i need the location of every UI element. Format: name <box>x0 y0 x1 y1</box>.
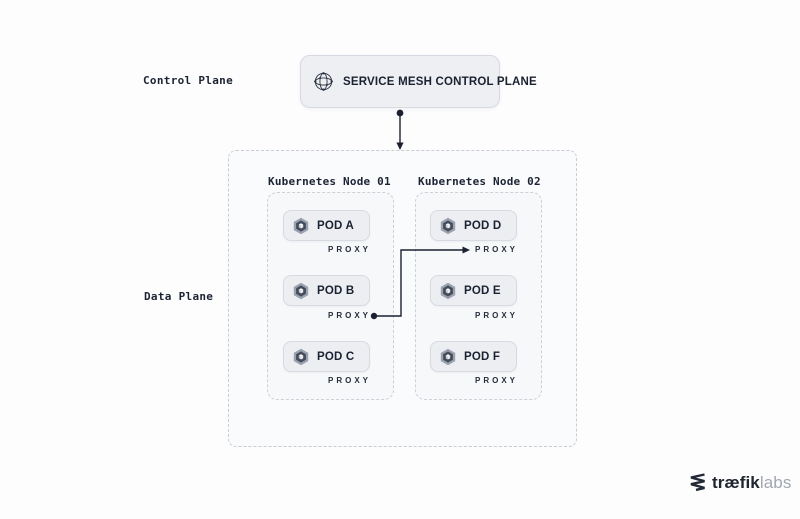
kubernetes-node-01-title: Kubernetes Node 01 <box>268 175 391 188</box>
pod-d-proxy-label: PROXY <box>474 245 518 254</box>
pod-label: POD D <box>464 219 502 232</box>
pod-label: POD A <box>317 219 354 232</box>
pod-e-proxy-label: PROXY <box>474 311 518 320</box>
pod-label: POD F <box>464 350 501 363</box>
pod-b-to-pod-d-arrow <box>370 246 470 320</box>
pod-a-card: POD A <box>283 210 370 241</box>
pod-c-card: POD C <box>283 341 370 372</box>
pod-label: POD C <box>317 350 355 363</box>
pod-c-proxy-label: PROXY <box>327 376 371 385</box>
pod-hexagon-icon <box>292 282 310 300</box>
pod-hexagon-icon <box>439 282 457 300</box>
logo-brand: træfik <box>712 472 760 492</box>
control-to-data-arrow <box>396 109 404 150</box>
data-plane-label: Data Plane <box>144 290 214 303</box>
pod-f-card: POD F <box>430 341 517 372</box>
pod-label: POD B <box>317 284 355 297</box>
control-plane-label: Control Plane <box>143 74 233 87</box>
pod-hexagon-icon <box>439 348 457 366</box>
pod-a-proxy-label: PROXY <box>327 245 371 254</box>
mesh-globe-icon <box>312 70 335 93</box>
pod-label: POD E <box>464 284 501 297</box>
pod-b-card: POD B <box>283 275 370 306</box>
pod-hexagon-icon <box>292 217 310 235</box>
pod-hexagon-icon <box>439 217 457 235</box>
traefik-logo-icon <box>688 472 707 493</box>
traefiklabs-logo: træfiklabs <box>688 472 791 493</box>
service-mesh-control-plane-box: SERVICE MESH CONTROL PLANE <box>300 55 537 108</box>
pod-e-card: POD E <box>430 275 517 306</box>
pod-hexagon-icon <box>292 348 310 366</box>
pod-b-proxy-label: PROXY <box>327 311 371 320</box>
pod-f-proxy-label: PROXY <box>474 376 518 385</box>
logo-text: træfiklabs <box>712 473 791 493</box>
logo-suffix: labs <box>759 472 792 492</box>
control-plane-box-title: SERVICE MESH CONTROL PLANE <box>343 75 537 88</box>
pod-d-card: POD D <box>430 210 517 241</box>
kubernetes-node-02-title: Kubernetes Node 02 <box>418 175 541 188</box>
